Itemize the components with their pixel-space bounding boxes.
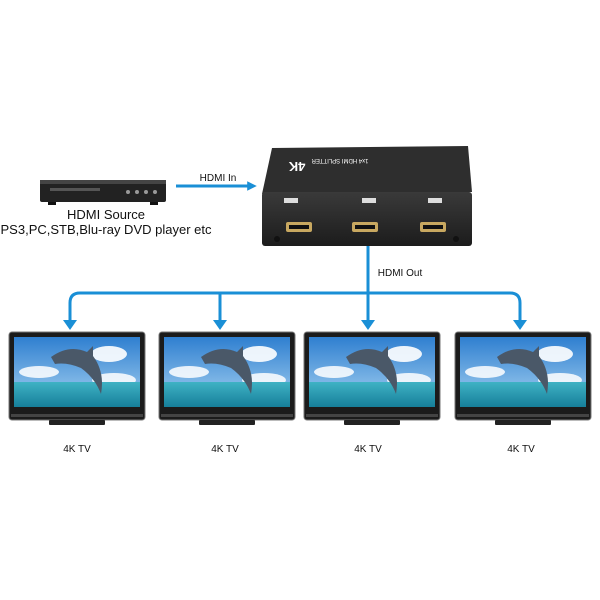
tv-label: 4K TV (63, 444, 91, 455)
hdmi-in-label: HDMI In (199, 173, 237, 184)
tv-icon (158, 331, 296, 426)
splitter-model-text: 1x4 HDMI SPLITTER (311, 157, 369, 163)
tv-icon (303, 331, 441, 426)
tv-label: 4K TV (211, 444, 239, 455)
tv-label: 4K TV (354, 444, 382, 455)
hdmi-splitter-device: 4K 1x4 HDMI SPLITTER (262, 146, 472, 246)
arrow-heads (63, 320, 527, 330)
splitter-badge: 4K (288, 159, 305, 174)
tv-icon (454, 331, 592, 426)
hdmi-out-arrows (68, 246, 522, 322)
tv-icon (8, 331, 146, 426)
source-subtitle: PS3,PC,STB,Blu-ray DVD player etc (0, 222, 212, 237)
source-title: HDMI Source (66, 207, 146, 222)
hdmi-out-label: HDMI Out (377, 268, 423, 279)
tv-label: 4K TV (507, 444, 535, 455)
dvd-player-icon (40, 180, 166, 205)
